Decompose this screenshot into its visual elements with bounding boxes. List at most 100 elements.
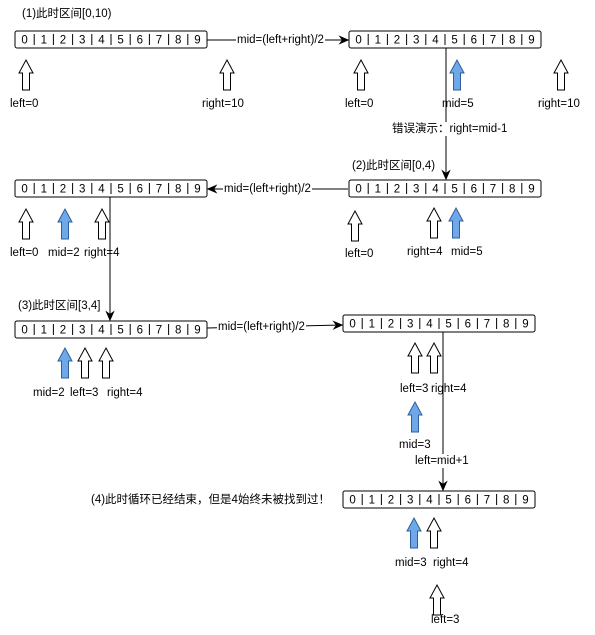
a3-mid-arrow-icon [448, 206, 464, 239]
error-demo-label: 错误演示：right=mid-1 [391, 122, 509, 136]
a2-cell-0: 0 [355, 35, 361, 47]
connector-a2-to-a3 [441, 48, 451, 181]
a6-cell-4: 4 [426, 319, 433, 331]
a2-cell-5: 5 [451, 35, 457, 47]
a6-cell-8: 8 [503, 319, 509, 331]
step4-title: (4)此时循环已经结束，但是4始终未被找到过！ [91, 494, 330, 506]
a1-cell-3: 3 [79, 35, 85, 47]
step2-title: (2)此时区间[0,4) [352, 160, 436, 172]
a7-cell-4: 4 [426, 495, 433, 507]
left-mid-plus-one-label: left=mid+1 [414, 454, 470, 468]
a7-cell-5: 5 [445, 495, 451, 507]
a2-left-label: left=0 [345, 98, 374, 110]
a5-mid-arrow-icon [57, 346, 73, 379]
a4-right-label: right=4 [84, 247, 120, 259]
a3-left-arrow-icon [347, 209, 363, 242]
a4-mid-label: mid=2 [48, 247, 80, 259]
a5-cell-0: 0 [21, 325, 27, 337]
a1-right-label: right=10 [202, 98, 244, 110]
a7-cell-9: 9 [522, 495, 528, 507]
a7-mid-label: mid=3 [395, 557, 427, 569]
a5-cell-3: 3 [79, 325, 85, 337]
a2-cell-2: 2 [394, 35, 400, 47]
a1-left-arrow-icon [18, 58, 34, 91]
a5-left-label: left=3 [70, 387, 99, 399]
a4-left-arrow-icon [18, 207, 34, 240]
a4-cell-5: 5 [117, 184, 123, 196]
a7-left-label: left=3 [431, 614, 460, 626]
a2-cell-4: 4 [432, 35, 439, 47]
a4-right-arrow-icon [94, 207, 110, 240]
a4-mid-arrow-icon [57, 207, 73, 240]
mid-formula-label-2: mid=(left+right)/2 [223, 182, 312, 196]
a5-cell-9: 9 [194, 325, 200, 337]
step1-title: (1)此时区间[0,10) [22, 8, 112, 20]
a7-cell-6: 6 [465, 495, 471, 507]
a1-cell-6: 6 [137, 35, 143, 47]
a6-cell-3: 3 [407, 319, 413, 331]
a5-cell-2: 2 [60, 325, 66, 337]
a3-mid-label: mid=5 [451, 246, 483, 258]
a7-cell-1: 1 [369, 495, 375, 507]
a4-cell-7: 7 [156, 184, 162, 196]
a4-cell-0: 0 [21, 184, 27, 196]
a1-cell-0: 0 [21, 35, 27, 47]
a5-cell-8: 8 [175, 325, 181, 337]
a4-cell-2: 2 [60, 184, 66, 196]
a2-cell-8: 8 [509, 35, 515, 47]
a3-cell-5: 5 [451, 184, 457, 196]
a2-cell-7: 7 [490, 35, 496, 47]
a2-right-label: right=10 [538, 98, 580, 110]
a3-cell-7: 7 [490, 184, 496, 196]
a5-cell-7: 7 [156, 325, 162, 337]
a3-right-arrow-icon [426, 206, 442, 239]
a7-right-label: right=4 [433, 557, 469, 569]
a3-left-label: left=0 [345, 248, 374, 260]
a1-cell-7: 7 [156, 35, 162, 47]
a4-cell-8: 8 [175, 184, 181, 196]
a7-cell-7: 7 [484, 495, 490, 507]
a6-cell-9: 9 [522, 319, 528, 331]
a7-cell-3: 3 [407, 495, 413, 507]
a7-cell-0: 0 [349, 495, 355, 507]
a2-cell-6: 6 [471, 35, 477, 47]
a1-cell-1: 1 [41, 35, 47, 47]
a6-cell-1: 1 [369, 319, 375, 331]
a6-cell-0: 0 [349, 319, 355, 331]
a1-cell-9: 9 [194, 35, 200, 47]
a5-right-arrow-icon [98, 346, 114, 379]
a4-cell-3: 3 [79, 184, 85, 196]
a4-cell-6: 6 [137, 184, 143, 196]
a6-mid-label: mid=3 [399, 439, 431, 451]
a5-left-arrow-icon [77, 346, 93, 379]
a2-cell-1: 1 [375, 35, 381, 47]
a1-right-arrow-icon [219, 58, 235, 91]
a4-cell-4: 4 [98, 184, 105, 196]
a3-cell-0: 0 [355, 184, 361, 196]
a5-cell-1: 1 [41, 325, 47, 337]
a4-left-label: left=0 [10, 247, 39, 259]
a6-cell-7: 7 [484, 319, 490, 331]
a1-cell-4: 4 [98, 35, 105, 47]
a4-cell-9: 9 [194, 184, 200, 196]
a3-cell-1: 1 [375, 184, 381, 196]
a3-right-label: right=4 [407, 246, 443, 258]
a7-left-arrow-icon [429, 583, 445, 616]
connector-a4-to-a5 [105, 197, 115, 322]
a5-cell-4: 4 [98, 325, 105, 337]
a3-cell-2: 2 [394, 184, 400, 196]
a6-cell-6: 6 [465, 319, 471, 331]
a7-mid-arrow-icon [406, 516, 422, 549]
mid-formula-label-1: mid=(left+right)/2 [236, 33, 325, 47]
a6-cell-5: 5 [445, 319, 451, 331]
mid-formula-label-3: mid=(left+right)/2 [217, 320, 306, 334]
a3-cell-8: 8 [509, 184, 515, 196]
a7-right-arrow-icon [426, 516, 442, 549]
a3-cell-3: 3 [413, 184, 419, 196]
a2-right-arrow-icon [553, 58, 569, 91]
